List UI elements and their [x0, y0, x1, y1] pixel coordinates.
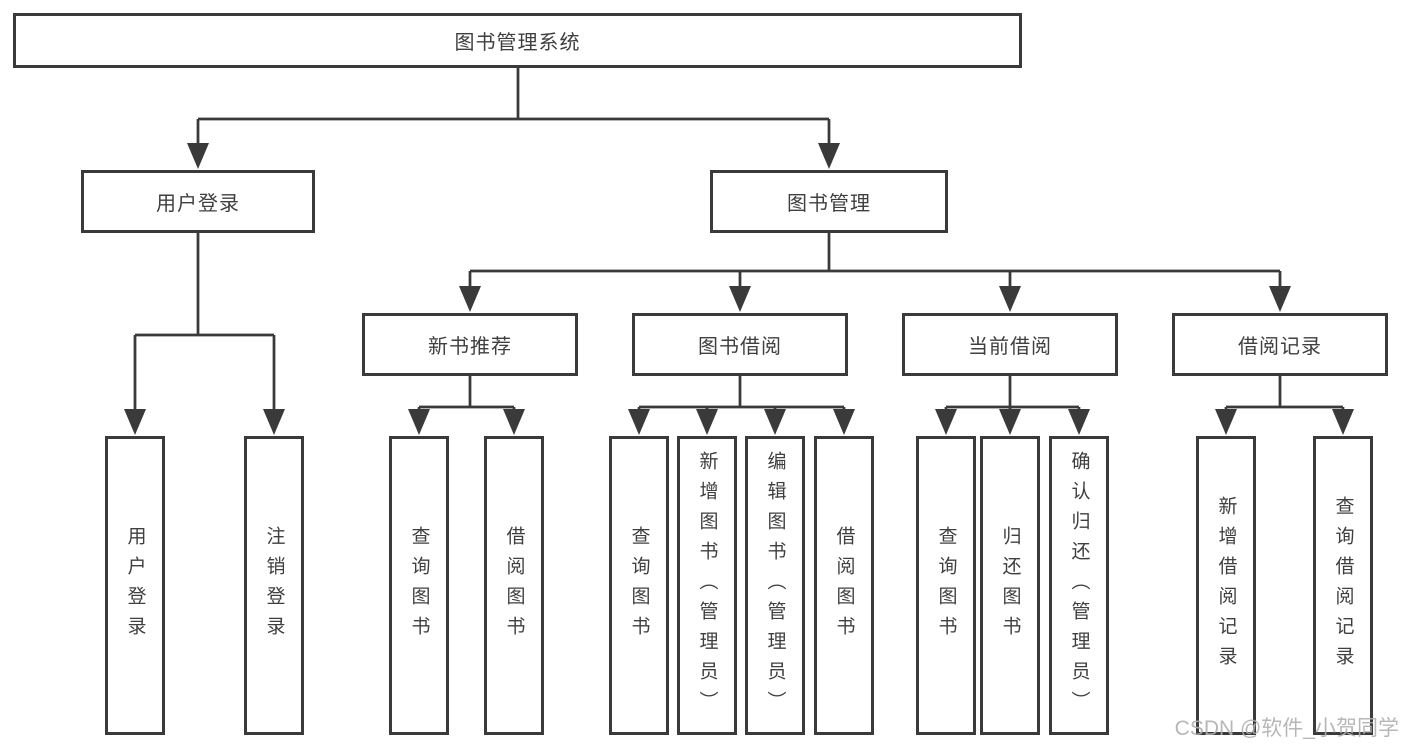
- leaf-add-borrow-record-label: 新增借阅记录: [1215, 495, 1237, 676]
- leaf-logout-login: 注销登录: [244, 436, 304, 735]
- leaf-query-books-borrowing-label: 查询图书: [628, 525, 650, 646]
- leaf-query-books-recommend: 查询图书: [389, 436, 449, 735]
- node-book-management-label: 图书管理: [787, 193, 871, 215]
- leaf-add-books-admin-label: 新增图书（管理员）: [696, 450, 718, 721]
- leaf-query-books-current: 查询图书: [916, 436, 976, 735]
- node-book-management: 图书管理: [710, 170, 948, 233]
- node-book-borrowing-label: 图书借阅: [698, 336, 782, 358]
- node-borrowing-records-label: 借阅记录: [1238, 336, 1322, 358]
- leaf-borrow-books-label: 借阅图书: [833, 525, 855, 646]
- node-new-book-recommend-label: 新书推荐: [428, 336, 512, 358]
- node-borrowing-records: 借阅记录: [1172, 313, 1388, 376]
- node-library-system-label: 图书管理系统: [454, 32, 581, 54]
- csdn-watermark: CSDN @软件_小贺同学: [1174, 717, 1399, 740]
- leaf-query-books-current-label: 查询图书: [935, 525, 957, 646]
- node-current-borrowing-label: 当前借阅: [968, 336, 1052, 358]
- leaf-borrow-books-recommend: 借阅图书: [484, 436, 544, 735]
- leaf-borrow-books-recommend-label: 借阅图书: [503, 525, 525, 646]
- leaf-add-borrow-record: 新增借阅记录: [1196, 436, 1256, 735]
- leaf-confirm-return-admin-label: 确认归还（管理员）: [1068, 450, 1090, 721]
- leaf-query-borrow-record-label: 查询借阅记录: [1332, 495, 1354, 676]
- arrowhead-icons: [124, 143, 1354, 435]
- leaf-edit-books-admin-label: 编辑图书（管理员）: [764, 450, 786, 721]
- leaf-logout-login-label: 注销登录: [263, 525, 285, 646]
- node-new-book-recommend: 新书推荐: [362, 313, 578, 376]
- leaf-return-books-label: 归还图书: [999, 525, 1021, 646]
- node-book-borrowing: 图书借阅: [632, 313, 848, 376]
- node-user-login-label: 用户登录: [156, 193, 240, 215]
- leaf-return-books: 归还图书: [980, 436, 1040, 735]
- leaf-user-login-label: 用户登录: [124, 525, 146, 646]
- node-library-system: 图书管理系统: [13, 13, 1022, 68]
- leaf-borrow-books: 借阅图书: [814, 436, 874, 735]
- leaf-query-books-borrowing: 查询图书: [609, 436, 669, 735]
- leaf-user-login: 用户登录: [105, 436, 165, 735]
- leaf-confirm-return-admin: 确认归还（管理员）: [1049, 436, 1109, 735]
- leaf-query-borrow-record: 查询借阅记录: [1313, 436, 1373, 735]
- leaf-query-books-recommend-label: 查询图书: [408, 525, 430, 646]
- leaf-add-books-admin: 新增图书（管理员）: [677, 436, 737, 735]
- node-current-borrowing: 当前借阅: [902, 313, 1118, 376]
- leaf-edit-books-admin: 编辑图书（管理员）: [745, 436, 805, 735]
- node-user-login: 用户登录: [81, 170, 315, 233]
